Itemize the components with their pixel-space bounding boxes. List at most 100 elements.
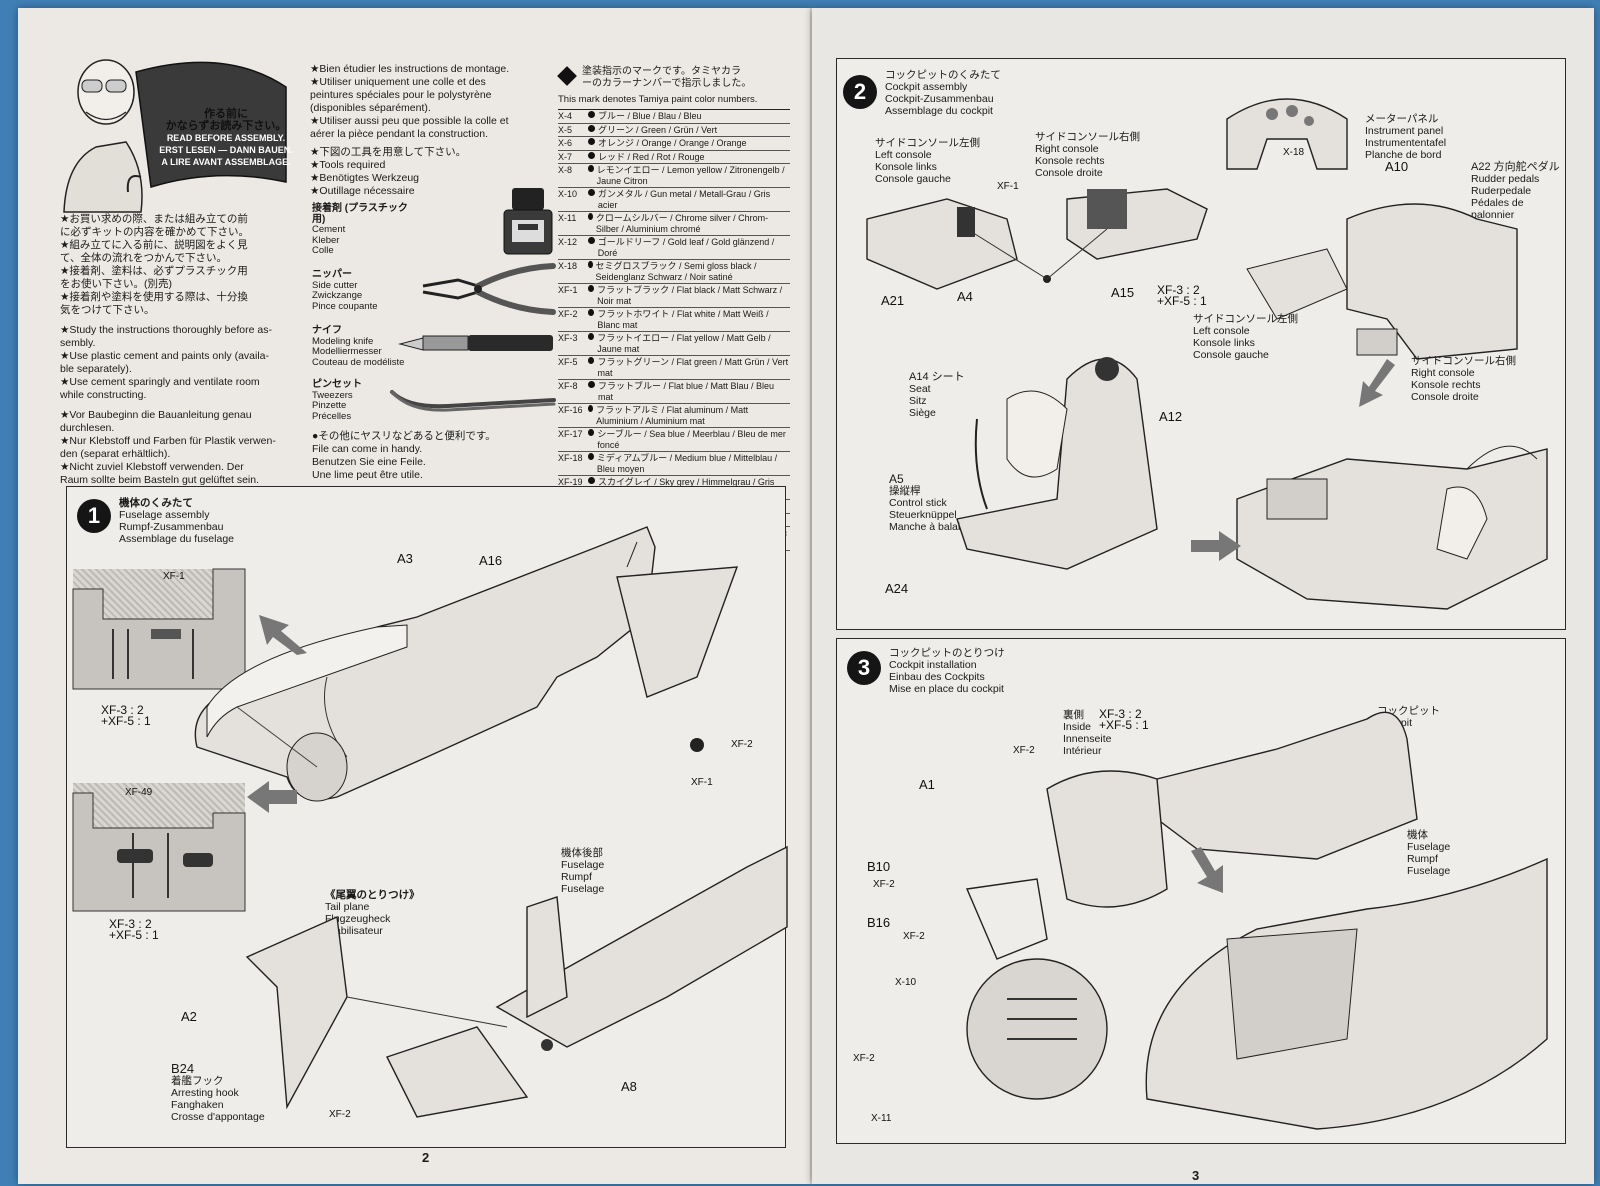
arresting-hook-label: B24 着艦フック Arresting hook Fanghaken Cross… xyxy=(171,1062,265,1123)
step-title-line: Cockpit assembly xyxy=(885,81,968,93)
paint-name: ミディアムブルー / Medium blue / Mittelblau / Bl… xyxy=(596,453,778,474)
label-line: 裏側 xyxy=(1063,709,1084,721)
note-line: ★Utiliser aussi peu que possible la coll… xyxy=(310,115,509,127)
tool-sub: Zwickzange xyxy=(312,290,363,301)
label-line: Instrument panel xyxy=(1365,125,1444,137)
tool-sub: Précelles xyxy=(312,410,352,422)
label-line: Console droite xyxy=(1035,167,1103,179)
paint-name: ブルー / Blue / Blau / Bleu xyxy=(598,111,702,121)
label-line: Right console xyxy=(1035,143,1099,155)
right-console-label: サイドコンソール右側 Right console Konsole rechts … xyxy=(1035,131,1140,179)
assembled-cockpit-drawing xyxy=(1236,445,1548,610)
part-label-a21: A21 xyxy=(881,293,905,308)
label-line: Fanghaken xyxy=(171,1099,224,1111)
paint-legend: 塗装指示のマークです。タミヤカラ ーのカラーナンバーで指示しました。 This … xyxy=(557,66,790,551)
paint-code: X-10 xyxy=(558,189,578,199)
tool-name: ピンセット xyxy=(312,379,362,390)
note-line: ★Vor Baubeginn die Bauanleitung genau xyxy=(60,409,252,421)
bulkhead-drawing xyxy=(1246,203,1518,360)
file-note-line: Une lime peut être utile. xyxy=(312,469,423,481)
label-line: Siège xyxy=(909,407,936,419)
paint-label-xf2: XF-2 xyxy=(1013,745,1035,756)
note-line: ★Utiliser uniquement une colle et des xyxy=(310,76,486,88)
label-line: Konsole links xyxy=(875,161,937,173)
assembly-arrow-icon xyxy=(247,781,297,813)
label-line: Left console xyxy=(1193,325,1250,337)
tool-cement: 接着剤 (プラスチック用) Cement Kleber Colle xyxy=(312,203,412,257)
paint-label-xf2: XF-2 xyxy=(903,931,925,942)
paint-label-x10: X-10 xyxy=(895,977,917,988)
label-line: Instrumententafel xyxy=(1365,137,1447,149)
tool-sub: Colle xyxy=(312,245,334,256)
paint-dot-icon xyxy=(588,138,595,145)
label-line: Ruderpedale xyxy=(1471,185,1532,197)
paint-mix-label: XF-3 : 2 +XF-5 : 1 xyxy=(101,704,151,726)
note-line: をお使い下さい。(別売) xyxy=(60,278,172,290)
label-line: Konsole rechts xyxy=(1411,379,1481,391)
detail-inset-upper-drawing xyxy=(72,568,246,690)
label-line: Inside xyxy=(1063,721,1092,733)
note-line: ★Study the instructions thoroughly befor… xyxy=(60,324,272,336)
label-line: Control stick xyxy=(889,497,947,509)
paint-dot-icon xyxy=(588,261,593,268)
label-line: palonnier xyxy=(1471,209,1515,221)
note-line: durchlesen. xyxy=(60,422,115,434)
paint-code: XF-5 xyxy=(558,357,578,367)
fuselage-assembly-drawing xyxy=(194,526,739,802)
tweezers-icon xyxy=(390,390,556,412)
paint-heading-line: ーのカラーナンバーで指示しました。 xyxy=(582,78,752,89)
paint-label-xf1: XF-1 xyxy=(163,571,185,582)
note-line: sembly. xyxy=(60,337,96,349)
note-line: に必ずキットの内容を確かめて下さい。 xyxy=(60,226,249,238)
inside-label: 裏側 Inside Innenseite Intérieur xyxy=(1063,709,1111,757)
control-stick-label: A5 操縦桿 Control stick Steuerknüppel Manch… xyxy=(889,473,960,533)
label-line: サイドコンソール左側 xyxy=(875,137,980,149)
label-line: Right console xyxy=(1411,367,1475,379)
part-label-a16: A16 xyxy=(479,553,503,568)
note-line: ★お買い求めの際、または組み立ての前 xyxy=(60,213,248,225)
paint-code: XF-19 xyxy=(558,477,583,487)
paint-label-xf49: XF-49 xyxy=(125,787,153,798)
pilot-illustration xyxy=(56,52,306,222)
paint-heading-line: This mark denotes Tamiya paint color num… xyxy=(558,94,758,105)
file-note: ●その他にヤスリなどあると便利です。 File can come in hand… xyxy=(312,430,552,482)
tool-knife: ナイフ Modeling knife Modelliermesser Coute… xyxy=(312,325,422,368)
tool-sub: Pince coupante xyxy=(312,300,378,312)
paint-legend-heading: 塗装指示のマークです。タミヤカラ ーのカラーナンバーで指示しました。 xyxy=(557,66,790,90)
note-line: て、全体の流れをつかんで下さい。 xyxy=(60,252,227,264)
paint-label-xf1: XF-1 xyxy=(691,777,713,788)
instruction-page-left: 作る前に かならずお読み下さい。 READ BEFORE ASSEMBLY. E… xyxy=(18,8,810,1184)
paint-label-x11: X-11 xyxy=(871,1113,892,1124)
badge-line: ERST LESEN — DANN BAUEN. xyxy=(159,145,293,155)
label-line: Console gauche xyxy=(875,173,951,185)
note-line: ble separately). xyxy=(60,363,132,375)
label-line: Rudder pedals xyxy=(1471,173,1540,185)
label-line: Seat xyxy=(909,383,931,395)
book-spine xyxy=(808,8,814,1184)
paint-dot-icon xyxy=(588,381,595,388)
step-title-line: コックピットのとりつけ xyxy=(889,647,1005,659)
paint-name: ゴールドリーフ / Gold leaf / Gold glänzend / Do… xyxy=(597,237,775,258)
paint-code: XF-18 xyxy=(558,453,583,463)
paint-dot-icon xyxy=(588,151,595,159)
paint-row: X-12 ゴールドリーフ / Gold leaf / Gold glänzend … xyxy=(558,236,790,260)
step-3-title: コックピットのとりつけ Cockpit installation Einbau … xyxy=(889,647,1005,695)
tool-side-cutter: ニッパー Side cutter Zwickzange Pince coupan… xyxy=(312,269,412,312)
instrument-panel-label: メーターパネル Instrument panel Instrumententaf… xyxy=(1365,113,1446,161)
paint-name: レモンイエロー / Lemon yellow / Zitronengelb / … xyxy=(596,165,785,186)
assembly-arrow-icon xyxy=(1191,847,1223,893)
paint-dot-icon xyxy=(588,111,595,118)
paint-dot-icon xyxy=(588,453,594,460)
tool-sub: Pinzette xyxy=(312,400,347,411)
side-cutter-icon xyxy=(422,263,556,315)
file-note-line: Benutzen Sie eine Feile. xyxy=(312,456,426,468)
step-title-line: Cockpit-Zusammenbau xyxy=(885,93,994,105)
paint-dot-icon xyxy=(588,333,595,340)
right-console-label-2: サイドコンソール右側 Right console Konsole rechts … xyxy=(1411,355,1516,403)
paint-code: X-12 xyxy=(558,237,578,247)
